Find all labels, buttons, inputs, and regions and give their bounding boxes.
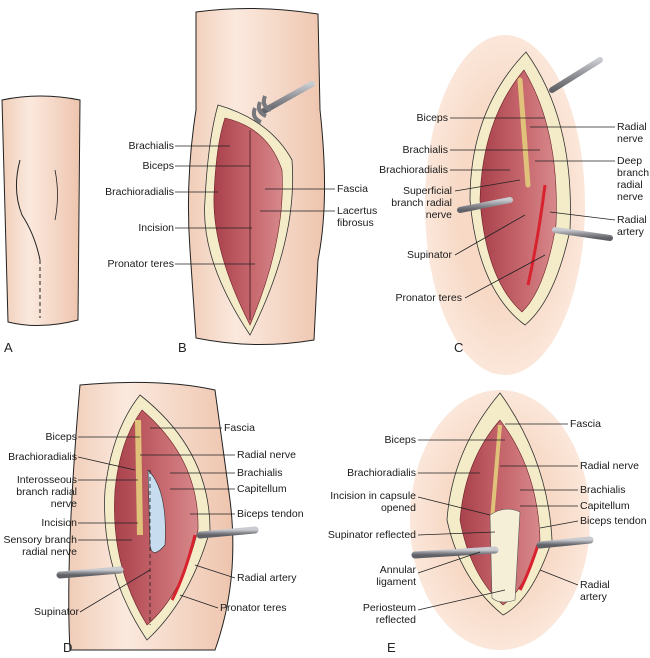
label-capitellum: Capitellum (580, 500, 630, 512)
label-radial-artery: Radial artery (580, 579, 610, 603)
label-incision: Incision (41, 517, 77, 529)
label-brachioradialis: Brachioradialis (379, 164, 448, 176)
label-brachialis: Brachialis (128, 140, 174, 152)
label-radial-artery: Radial artery (237, 572, 297, 584)
label-biceps: Biceps (45, 431, 77, 443)
label-interosseous-branch-radial-nerve: Interosseous branch radial nerve (16, 474, 77, 510)
label-brachialis: Brachialis (237, 467, 283, 479)
label-brachialis: Brachialis (580, 484, 626, 496)
label-brachioradialis: Brachioradialis (347, 467, 416, 479)
leader-lines (77, 117, 616, 613)
label-biceps: Biceps (416, 112, 448, 124)
panel-letter-c: C (454, 340, 464, 355)
label-brachioradialis: Brachioradialis (105, 186, 174, 198)
label-biceps-tendon: Biceps tendon (237, 508, 304, 520)
label-fascia: Fascia (337, 183, 368, 195)
panel-e-exposure (410, 390, 594, 650)
label-lacertus-fibrosus: Lacertus fibrosus (337, 205, 378, 229)
retractor (251, 81, 315, 124)
label-brachioradialis: Brachioradialis (8, 451, 77, 463)
panel-d-exposure (56, 381, 259, 651)
label-annular-ligament: Annular ligament (376, 564, 416, 588)
label-radial-nerve: Radial nerve (580, 460, 639, 472)
panel-b-arm (187, 7, 326, 346)
panel-letter-b: B (178, 340, 187, 355)
label-incision-in-capsule-opened: Incision in capsule opened (330, 490, 416, 514)
label-biceps: Biceps (384, 434, 416, 446)
label-deep-branch-radial-nerve: Deep branch radial nerve (617, 155, 650, 203)
panel-a-arm (1, 95, 81, 327)
label-biceps-tendon: Biceps tendon (580, 515, 647, 527)
panel-c-exposure (425, 35, 613, 375)
label-pronator-teres: Pronator teres (107, 258, 174, 270)
label-pronator-teres: Pronator teres (395, 292, 462, 304)
panel-letter-a: A (4, 340, 13, 355)
label-sensory-branch-radial-nerve: Sensory branch radial nerve (3, 534, 77, 558)
label-radial-nerve: Radial nerve (617, 121, 647, 145)
label-brachialis: Brachialis (402, 144, 448, 156)
label-fascia: Fascia (224, 422, 255, 434)
label-periosteum-reflected: Periosteum reflected (362, 602, 416, 626)
label-superficial-branch-radial-nerve: Superficial branch radial nerve (391, 185, 452, 221)
label-supinator-reflected: Supinator reflected (327, 529, 416, 541)
label-supinator: Supinator (34, 606, 79, 618)
label-incision: Incision (138, 222, 174, 234)
label-radial-artery: Radial artery (617, 214, 647, 238)
panel-letter-e: E (387, 640, 396, 655)
panel-letter-d: D (63, 640, 73, 655)
label-supinator: Supinator (407, 249, 452, 261)
label-biceps: Biceps (142, 160, 174, 172)
label-fascia: Fascia (570, 418, 601, 430)
label-pronator-teres: Pronator teres (220, 602, 287, 614)
label-radial-nerve: Radial nerve (237, 449, 296, 461)
label-capitellum: Capitellum (237, 483, 287, 495)
